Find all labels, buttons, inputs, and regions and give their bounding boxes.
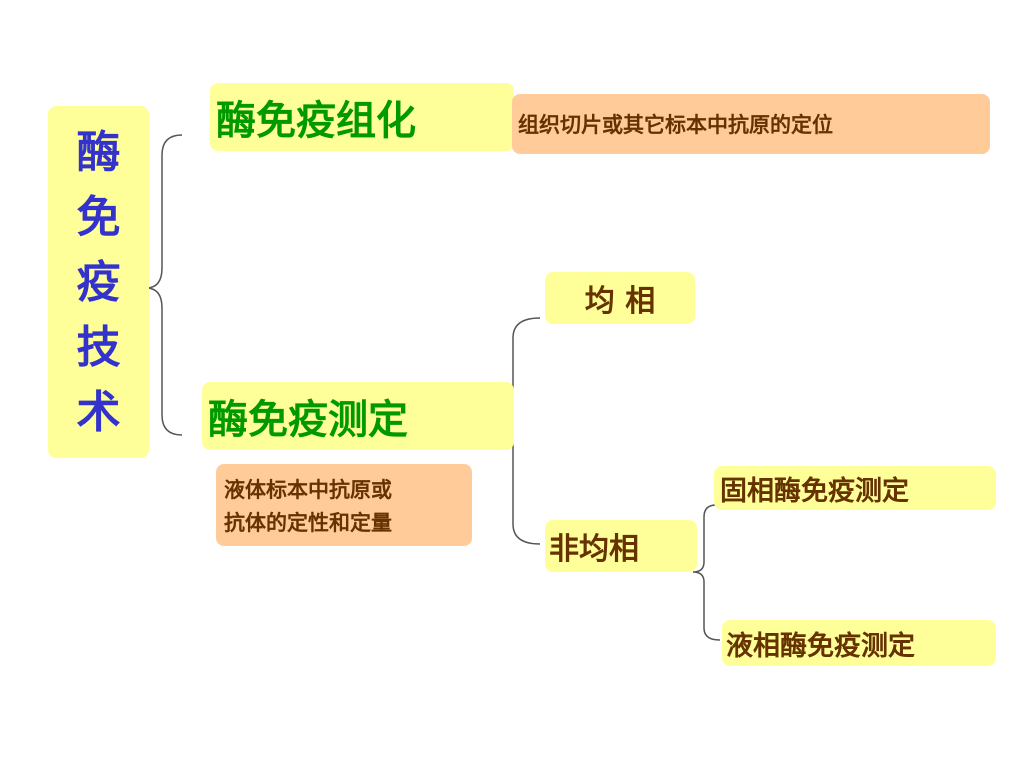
ihc-description-text: 组织切片或其它标本中抗原的定位: [518, 112, 833, 137]
liquid-phase-node: 液相酶免疫测定: [722, 620, 996, 666]
heterogeneous-brace: [692, 504, 721, 641]
homogeneous-node: 均 相: [545, 272, 695, 324]
root-char-2: 免: [76, 191, 121, 243]
solid-phase-node: 固相酶免疫测定: [714, 466, 996, 510]
heterogeneous-label: 非均相: [549, 532, 639, 567]
liquid-phase-label: 液相酶免疫测定: [726, 630, 915, 662]
root-char-3: 疫: [76, 256, 121, 308]
eia-label: 酶免疫测定: [208, 396, 408, 443]
ihc-description: 组织切片或其它标本中抗原的定位: [512, 94, 990, 154]
root-char-1: 酶: [76, 126, 121, 178]
heterogeneous-node: 非均相: [545, 520, 697, 572]
ihc-node: 酶免疫组化: [210, 83, 514, 151]
eia-description-line-2: 抗体的定性和定量: [224, 510, 392, 535]
eia-description-line-1: 液体标本中抗原或: [224, 477, 392, 502]
root-char-5: 术: [76, 386, 121, 438]
root-char-4: 技: [76, 321, 121, 373]
main-brace: [145, 134, 183, 436]
homogeneous-label: 均 相: [584, 284, 656, 319]
eia-description: 液体标本中抗原或 抗体的定性和定量: [216, 464, 472, 546]
ihc-label: 酶免疫组化: [216, 97, 416, 144]
solid-phase-label: 固相酶免疫测定: [720, 475, 909, 507]
eia-node: 酶免疫测定: [202, 382, 514, 450]
root-enzyme-immunoassay-technique: 酶 免 疫 技 术: [48, 106, 149, 458]
